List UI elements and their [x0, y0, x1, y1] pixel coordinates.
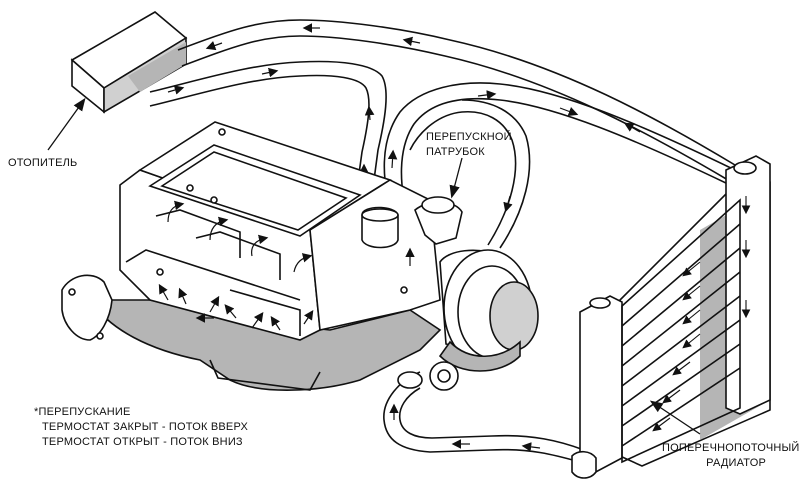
- upper-hose-flow-arrows: [387, 90, 579, 213]
- heater-leader-line: [47, 97, 86, 151]
- water-pump: [429, 249, 539, 391]
- radiator-flow-arrows: [652, 196, 751, 432]
- heater-label: ОТОПИТЕЛЬ: [8, 157, 78, 169]
- bypass-label-line1: ПЕРЕПУСКНОЙ: [426, 131, 512, 143]
- legend-line-open: ТЕРМОСТАТ ОТКРЫТ - ПОТОК ВНИЗ: [42, 436, 243, 448]
- radiator-label-line1: ПОПЕРЕЧНОПОТОЧНЫЙ: [662, 442, 800, 454]
- bypass-leader-line: [449, 157, 463, 199]
- legend-title: *ПЕРЕПУСКАНИЕ: [34, 406, 131, 418]
- heater-unit: [70, 11, 188, 114]
- lower-radiator-hose: [383, 371, 585, 463]
- radiator-label-line2: РАДИАТОР: [706, 457, 766, 469]
- engine-flow-arrows: [158, 200, 415, 331]
- bypass-label-line2: ПАТРУБОК: [426, 146, 485, 158]
- legend-line-closed: ТЕРМОСТАТ ЗАКРЫТ - ПОТОК ВВЕРХ: [42, 421, 249, 433]
- leader-lines: [47, 97, 701, 435]
- lower-hose-flow-arrows: [389, 403, 541, 452]
- crossflow-radiator: [571, 155, 771, 479]
- radiator-leader-line: [649, 400, 701, 435]
